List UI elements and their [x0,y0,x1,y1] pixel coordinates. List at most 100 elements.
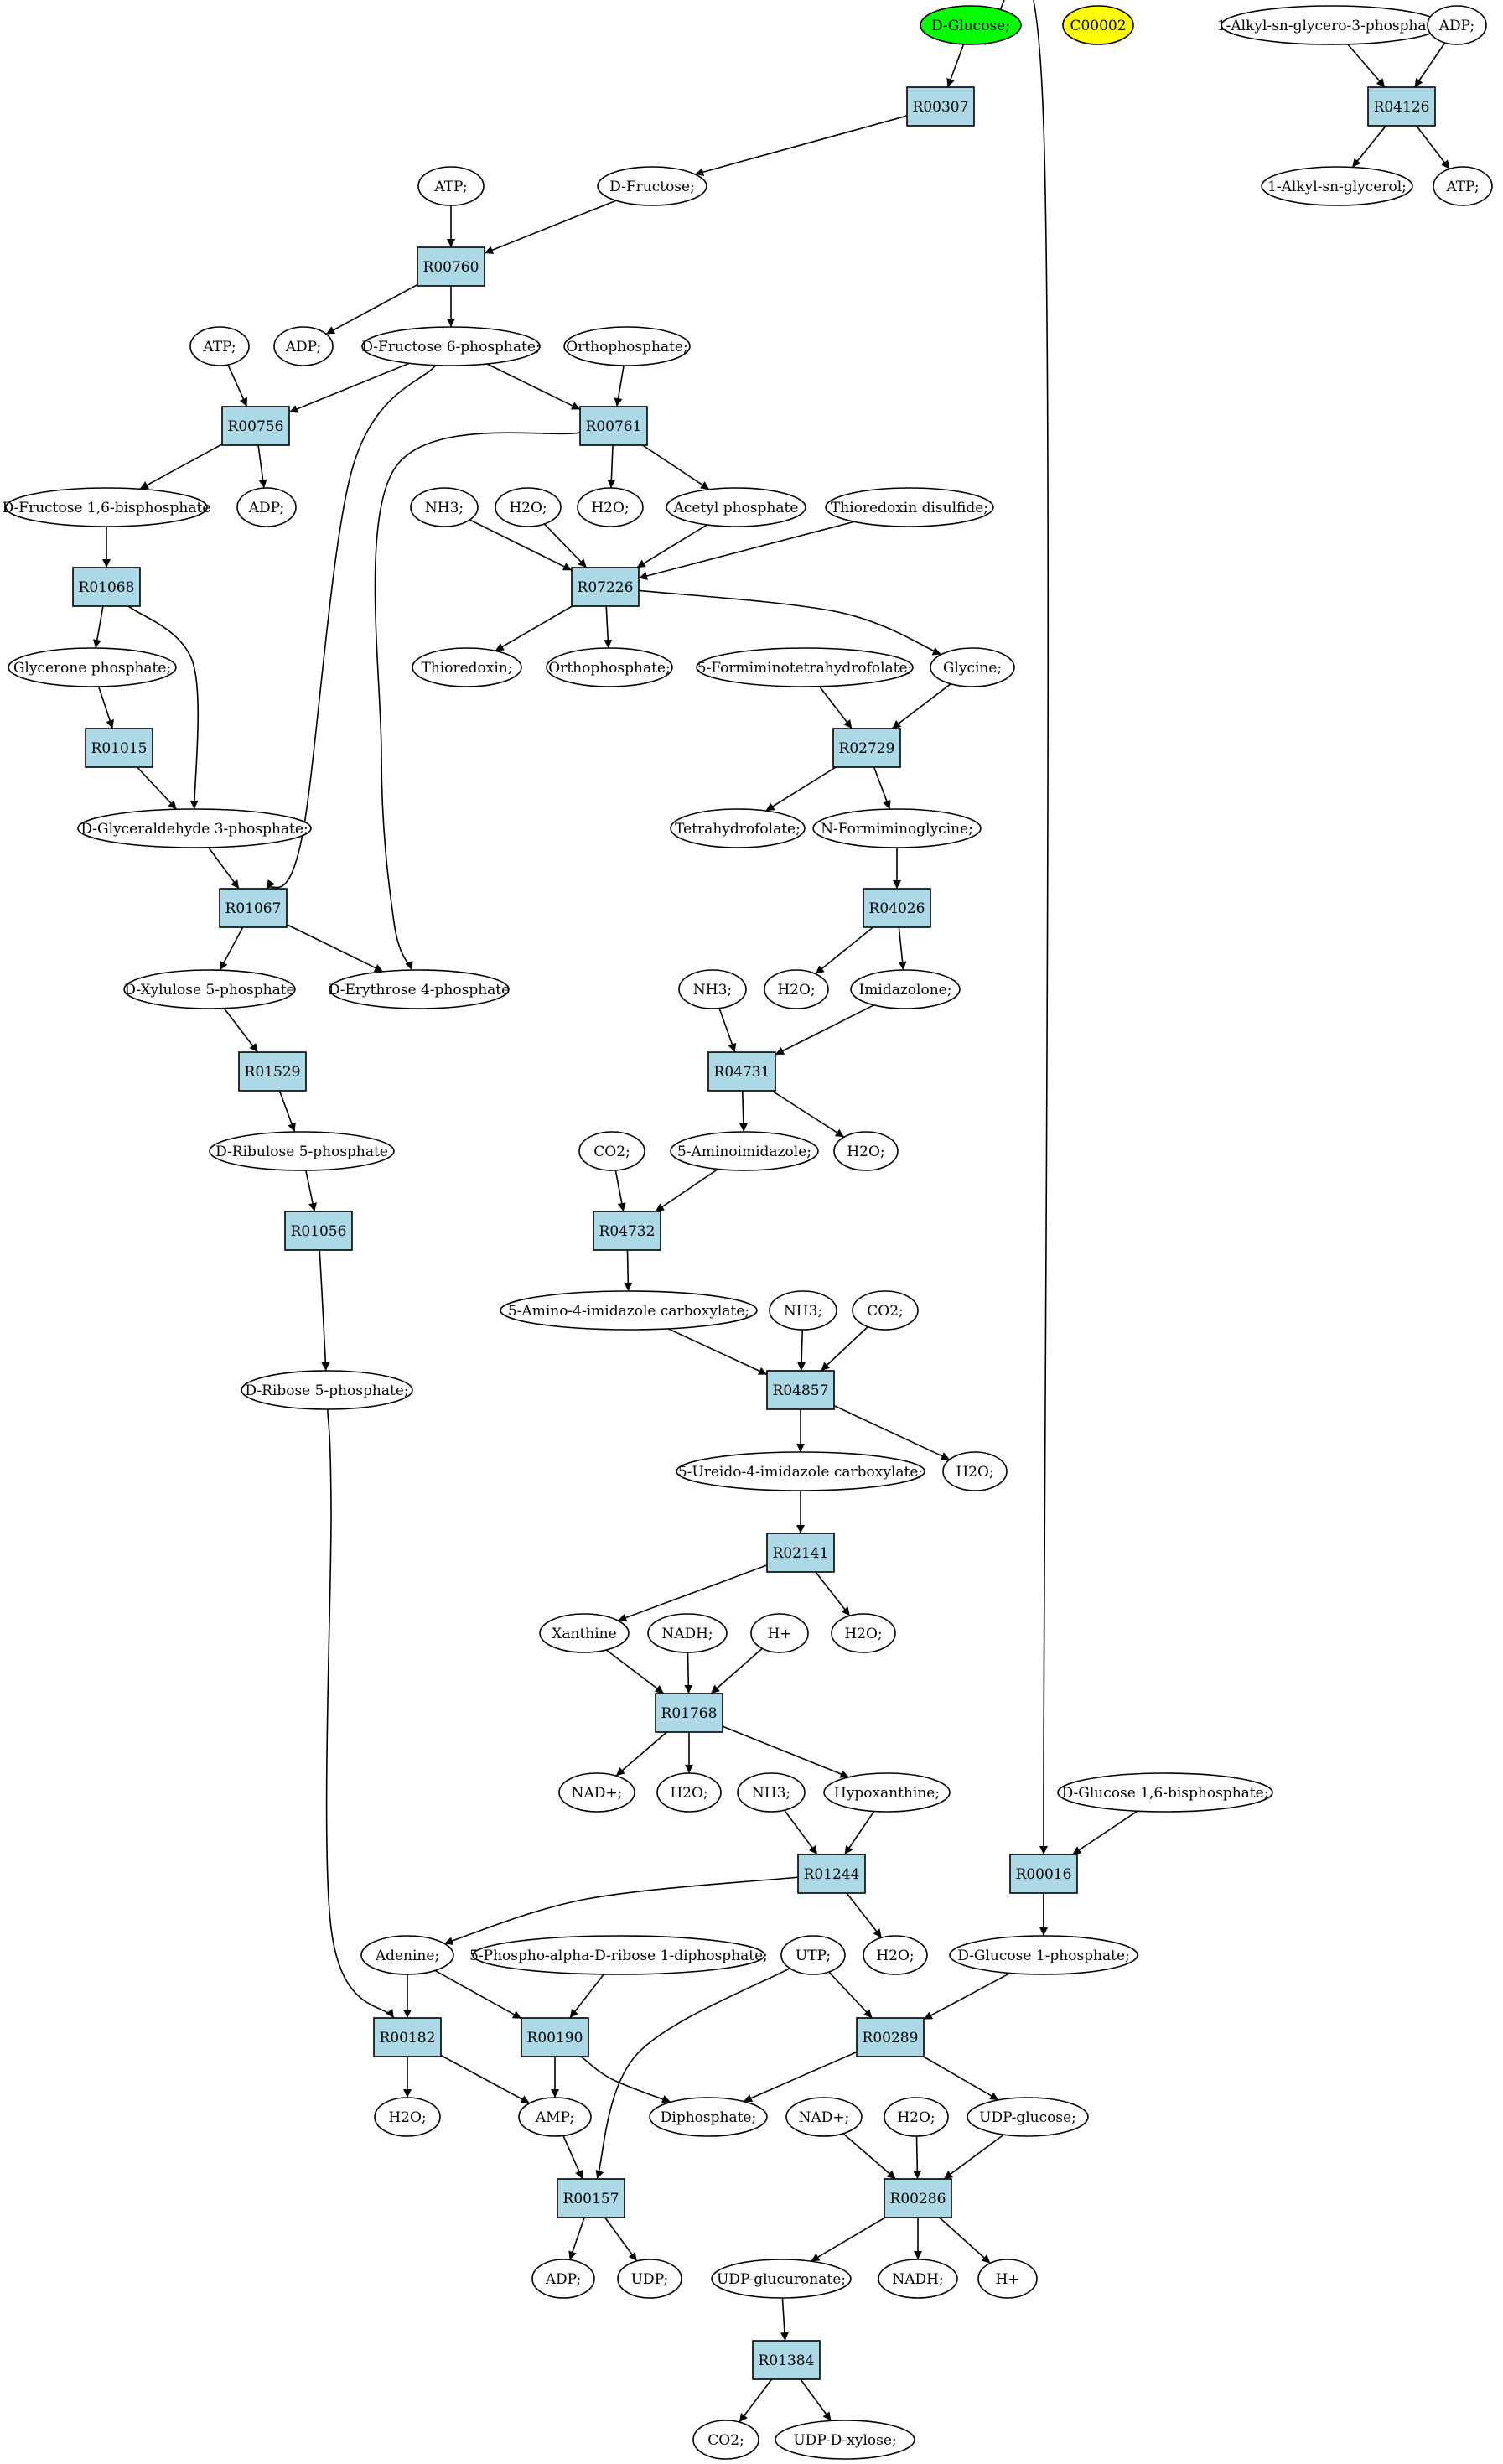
reaction-node-R01015[interactable]: R01015 [85,728,153,768]
metabolite-node-NH3_3[interactable]: NH3; [769,1290,837,1331]
metabolite-node-F16BP[interactable]: D-Fructose 1,6-bisphosphate [3,487,211,527]
metabolite-node-CO2_3[interactable]: CO2; [692,2420,759,2460]
metabolite-node-N_Formiminoglycine[interactable]: N-Formiminoglycine; [812,808,982,848]
metabolite-node-Hypoxanthine[interactable]: Hypoxanthine; [823,1772,951,1813]
reaction-node-R00157[interactable]: R00157 [557,2178,625,2218]
metabolite-node-H2O_10[interactable]: H2O; [884,2097,949,2137]
reaction-node-R04126[interactable]: R04126 [1367,86,1436,127]
metabolite-node-Glycerone_phosphate[interactable]: Glycerone phosphate; [8,647,177,687]
metabolite-node-AICA[interactable]: 5-Amino-4-imidazole carboxylate; [500,1290,758,1331]
metabolite-node-Hplus_2[interactable]: H+ [977,2259,1038,2299]
metabolite-node-NH3_1[interactable]: NH3; [410,487,479,527]
metabolite-node-G1P[interactable]: D-Glucose 1-phosphate; [949,1935,1138,1975]
metabolite-node-R5P[interactable]: D-Ribose 5-phosphate; [241,1370,413,1410]
metabolite-node-Alkyl_G3P[interactable]: 1-Alkyl-sn-glycero-3-phosphate; [1217,5,1445,45]
metabolite-node-H2O_4[interactable]: H2O; [833,1131,899,1171]
reaction-node-R02729[interactable]: R02729 [832,728,901,768]
metabolite-node-H2O_1[interactable]: H2O; [495,487,562,527]
metabolite-node-Xu5P[interactable]: D-Xylulose 5-phosphate [123,969,296,1009]
metabolite-node-Imidazolone[interactable]: Imidazolone; [850,969,961,1009]
metabolite-node-CO2_1[interactable]: CO2; [578,1131,645,1171]
reaction-box [797,1854,866,1894]
edge-R00289-to-Diphosphate [743,2051,858,2103]
metabolite-node-H2O_9[interactable]: H2O; [374,2097,441,2137]
metabolite-node-Orthophosphate_2[interactable]: Orthophosphate; [546,647,673,687]
reaction-node-R04026[interactable]: R04026 [863,888,931,928]
metabolite-node-UDP[interactable]: UDP; [617,2259,682,2299]
reaction-node-R01768[interactable]: R01768 [655,1693,723,1733]
metabolite-node-Thioredoxin[interactable]: Thioredoxin; [412,647,522,687]
metabolite-node-F6P[interactable]: D-Fructose 6-phosphate; [361,326,541,366]
metabolite-node-ADP_1[interactable]: ADP; [273,326,334,366]
reaction-node-R01068[interactable]: R01068 [72,567,141,607]
metabolite-node-NH3_4[interactable]: NH3; [737,1772,806,1813]
reaction-node-R04731[interactable]: R04731 [707,1051,776,1092]
metabolite-node-ADP_3[interactable]: ADP; [531,2259,595,2299]
metabolite-node-E4P[interactable]: D-Erythrose 4-phosphate [329,969,510,1009]
reaction-box [766,1370,835,1410]
metabolite-node-D_Fructose[interactable]: D-Fructose; [597,166,707,206]
reaction-node-R01244[interactable]: R01244 [797,1854,866,1894]
metabolite-node-NH3_2[interactable]: NH3; [678,969,747,1009]
metabolite-node-Glycine[interactable]: Glycine; [930,647,1015,687]
reaction-node-R00307[interactable]: R00307 [906,86,975,127]
edge-R01384-to-UDP_xylose [800,2378,832,2421]
metabolite-node-UDP_glucose[interactable]: UDP-glucose; [967,2097,1089,2137]
metabolite-node-NADplus_1[interactable]: NAD+; [558,1772,635,1813]
reaction-node-R00190[interactable]: R00190 [521,2017,589,2057]
metabolite-node-H2O_3[interactable]: H2O; [764,969,829,1009]
node-label: Xanthine [552,1626,616,1642]
metabolite-node-ATP_1[interactable]: ATP; [417,166,485,206]
reaction-node-R04732[interactable]: R04732 [593,1211,661,1251]
metabolite-node-ATP_2[interactable]: ATP; [189,326,250,366]
reaction-node-R00761[interactable]: R00761 [579,406,648,446]
metabolite-node-H2O_2[interactable]: H2O; [577,487,644,527]
metabolite-node-PRPP[interactable]: 5-Phospho-alpha-D-ribose 1-diphosphate; [469,1935,768,1975]
metabolite-node-C00002[interactable]: C00002 [1062,5,1134,45]
metabolite-node-Adenine[interactable]: Adenine; [360,1935,454,1975]
metabolite-node-AMP[interactable]: AMP; [518,2097,592,2137]
metabolite-node-Alkyl_glycerol[interactable]: 1-Alkyl-sn-glycerol; [1261,166,1413,206]
metabolite-node-UTP[interactable]: UTP; [780,1935,846,1975]
metabolite-node-Hplus_1[interactable]: H+ [750,1613,809,1653]
reaction-node-R00756[interactable]: R00756 [221,406,290,446]
metabolite-node-H2O_6[interactable]: H2O; [831,1613,896,1653]
reaction-node-R01067[interactable]: R01067 [219,888,288,928]
metabolite-node-UDP_xylose[interactable]: UDP-D-xylose; [775,2420,915,2460]
metabolite-node-H2O_8[interactable]: H2O; [863,1935,928,1975]
metabolite-node-Acetyl_phosphate[interactable]: Acetyl phosphate [666,487,806,527]
reaction-node-R01384[interactable]: R01384 [752,2340,821,2380]
metabolite-node-NADH_1[interactable]: NADH; [647,1613,728,1653]
metabolite-node-H2O_7[interactable]: H2O; [656,1772,722,1813]
metabolite-node-UDP_glucuronate[interactable]: UDP-glucuronate; [711,2259,852,2299]
metabolite-node-NADH_2[interactable]: NADH; [878,2259,958,2299]
reaction-node-R00289[interactable]: R00289 [856,2017,925,2057]
metabolite-node-Xanthine[interactable]: Xanthine [539,1613,630,1653]
metabolite-node-Diphosphate[interactable]: Diphosphate; [649,2097,768,2137]
metabolite-node-ADP_top[interactable]: ADP; [1427,5,1487,45]
metabolite-node-ADP_2[interactable]: ADP; [236,487,297,527]
reaction-node-R04857[interactable]: R04857 [766,1370,835,1410]
metabolite-node-NADplus_2[interactable]: NAD+; [785,2097,863,2137]
metabolite-node-Ureido[interactable]: 5-Ureido-4-imidazole carboxylate; [676,1451,925,1491]
reaction-node-R01056[interactable]: R01056 [284,1211,353,1251]
metabolite-node-Formiminotetrahydrofolate[interactable]: 5-Formiminotetrahydrofolate; [696,647,914,687]
metabolite-node-H2O_5[interactable]: H2O; [942,1451,1008,1491]
metabolite-node-Orthophosphate_1[interactable]: Orthophosphate; [563,326,691,366]
reaction-node-R02141[interactable]: R02141 [766,1533,835,1573]
metabolite-node-Ru5P[interactable]: D-Ribulose 5-phosphate [209,1131,395,1171]
metabolite-node-GA3P[interactable]: D-Glyceraldehyde 3-phosphate; [77,808,312,848]
reaction-node-R00182[interactable]: R00182 [373,2017,442,2057]
metabolite-node-ATP_top[interactable]: ATP; [1433,166,1493,206]
metabolite-node-Tetrahydrofolate[interactable]: Tetrahydrofolate; [670,808,806,848]
reaction-node-R00016[interactable]: R00016 [1009,1854,1078,1894]
metabolite-node-Thioredoxin_disulfide[interactable]: Thioredoxin disulfide; [825,487,994,527]
reaction-node-R07226[interactable]: R07226 [571,567,640,607]
reaction-node-R00286[interactable]: R00286 [884,2178,952,2218]
reaction-node-R00760[interactable]: R00760 [417,246,485,287]
metabolite-node-CO2_2[interactable]: CO2; [852,1290,919,1331]
metabolite-node-Aminoimidazole[interactable]: 5-Aminoimidazole; [670,1131,819,1171]
metabolite-node-G16BP[interactable]: D-Glucose 1,6-bisphosphate; [1057,1772,1273,1813]
metabolite-node-D_Glucose[interactable]: D-Glucose; [920,5,1022,45]
reaction-node-R01529[interactable]: R01529 [238,1051,307,1092]
